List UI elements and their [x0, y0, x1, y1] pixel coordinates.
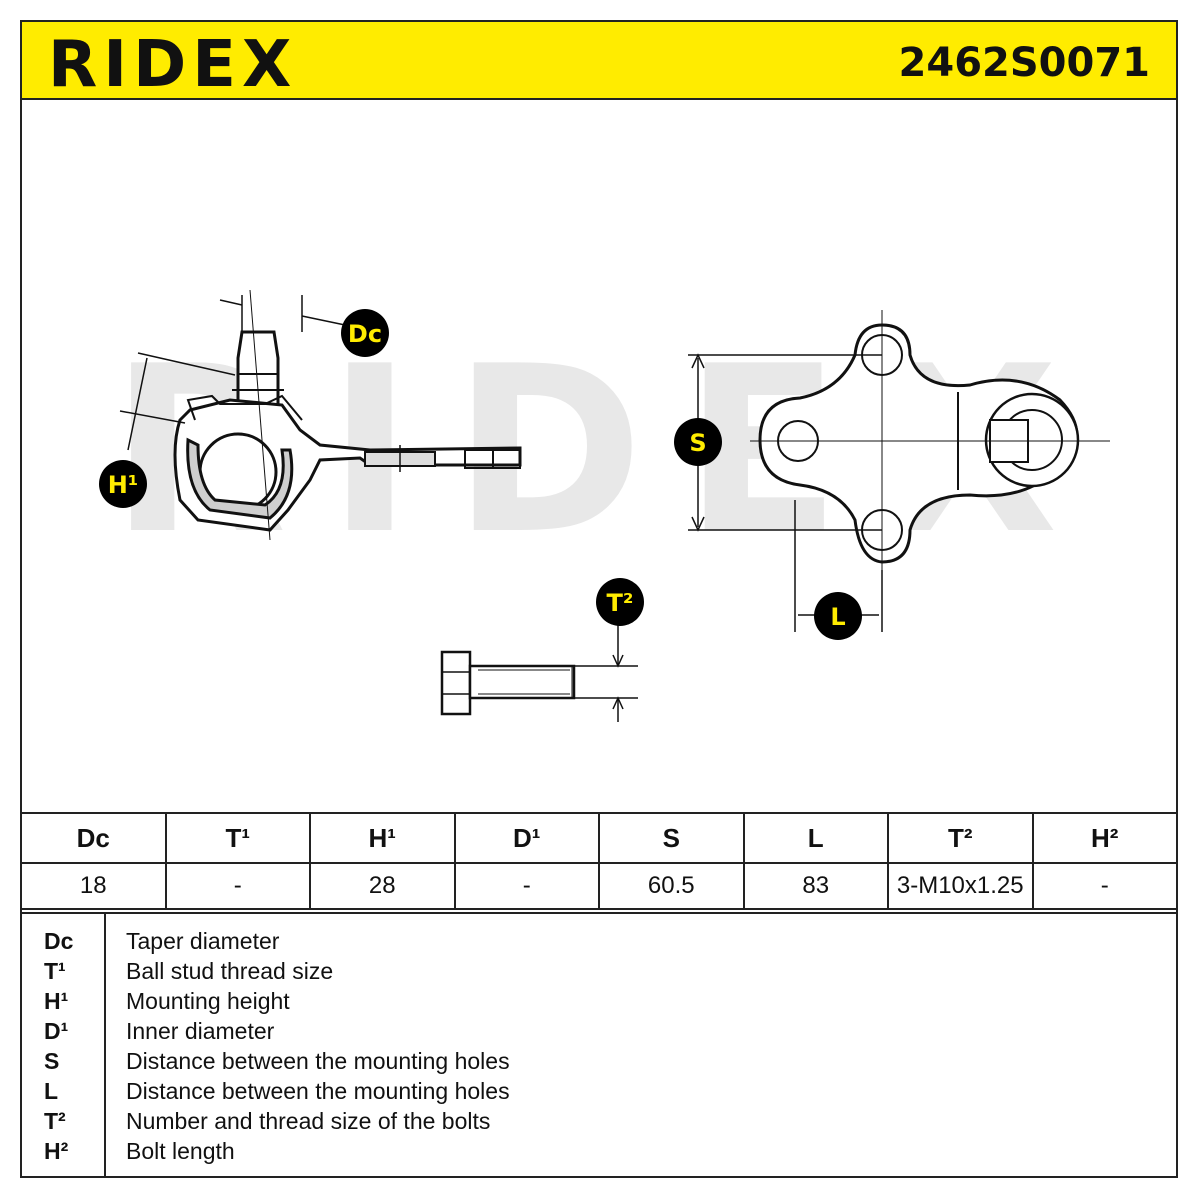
legend-item: H¹ Mounting height [22, 988, 1172, 1018]
legend-item: S Distance between the mounting holes [22, 1048, 1172, 1078]
value-cell: - [453, 862, 600, 910]
value-cell: 83 [742, 862, 889, 910]
technical-drawing: RIDEX Dc H¹ [99, 289, 1110, 722]
legend-item: H² Bolt length [22, 1138, 1172, 1168]
h1-dimension [119, 352, 236, 451]
header-cell: D¹ [453, 812, 600, 864]
flange-centerlines [750, 310, 1110, 570]
s-badge: S [674, 418, 722, 466]
legend-item: D¹ Inner diameter [22, 1018, 1172, 1048]
legend-text: Ball stud thread size [126, 958, 334, 984]
value-cell: - [1031, 862, 1178, 910]
legend-text: Distance between the mounting holes [126, 1048, 510, 1074]
part-number: 2462S0071 [898, 40, 1150, 86]
legend-code: T¹ [44, 958, 66, 984]
legend-code: L [44, 1078, 59, 1104]
legend-divider [104, 914, 106, 1176]
dimensions-header-row: Dc T¹ H¹ D¹ S L T² H² [20, 812, 1178, 864]
value-cell: 28 [309, 862, 456, 910]
brand-logo: RIDEX [48, 28, 298, 102]
legend-text: Taper diameter [126, 928, 280, 954]
ball-joint-section [173, 289, 522, 541]
dimensions-value-row: 18 - 28 - 60.5 83 3-M10x1.25 - [20, 862, 1178, 910]
value-cell: - [164, 862, 311, 910]
header-bar: RIDEX 2462S0071 [20, 20, 1178, 102]
legend-item: Dc Taper diameter [22, 928, 1172, 958]
legend-code: D¹ [44, 1018, 69, 1044]
dimensions-table: Dc T¹ H¹ D¹ S L T² H² 18 - 28 - 60.5 83 … [20, 812, 1178, 910]
l-badge-label: L [830, 603, 845, 631]
h1-badge: H¹ [99, 460, 147, 508]
header-cell: S [598, 812, 745, 864]
value-cell: 18 [20, 862, 167, 910]
s-badge-label: S [689, 429, 706, 457]
legend-text: Number and thread size of the bolts [126, 1108, 491, 1134]
legend-item: T¹ Ball stud thread size [22, 958, 1172, 988]
header-cell: Dc [20, 812, 167, 864]
t2-badge-label: T² [607, 589, 634, 617]
legend-text: Inner diameter [126, 1018, 275, 1044]
bolt [440, 650, 576, 716]
legend-item: T² Number and thread size of the bolts [22, 1108, 1172, 1138]
flange-top-view [758, 323, 1080, 564]
legend-code: Dc [44, 928, 74, 954]
value-cell: 60.5 [598, 862, 745, 910]
header-cell: L [742, 812, 889, 864]
t2-badge: T² [596, 578, 644, 626]
legend-box: Dc Taper diameter T¹ Ball stud thread si… [20, 912, 1178, 1178]
legend-code: H² [44, 1138, 69, 1164]
header-cell: T² [887, 812, 1034, 864]
legend-code: H¹ [44, 988, 69, 1014]
dc-badge: Dc [341, 309, 389, 357]
t2-dimension [574, 622, 638, 722]
legend-item: L Distance between the mounting holes [22, 1078, 1172, 1108]
header-cell: T¹ [164, 812, 311, 864]
dc-dimension [219, 295, 346, 332]
header-cell: H² [1031, 812, 1178, 864]
legend-text: Bolt length [126, 1138, 235, 1164]
value-cell: 3-M10x1.25 [887, 862, 1034, 910]
dc-badge-label: Dc [348, 320, 382, 348]
h1-badge-label: H¹ [108, 471, 139, 499]
legend-text: Distance between the mounting holes [126, 1078, 510, 1104]
l-badge: L [814, 592, 862, 640]
legend-code: T² [44, 1108, 66, 1134]
legend-code: S [44, 1048, 60, 1074]
header-cell: H¹ [309, 812, 456, 864]
legend-text: Mounting height [126, 988, 290, 1014]
